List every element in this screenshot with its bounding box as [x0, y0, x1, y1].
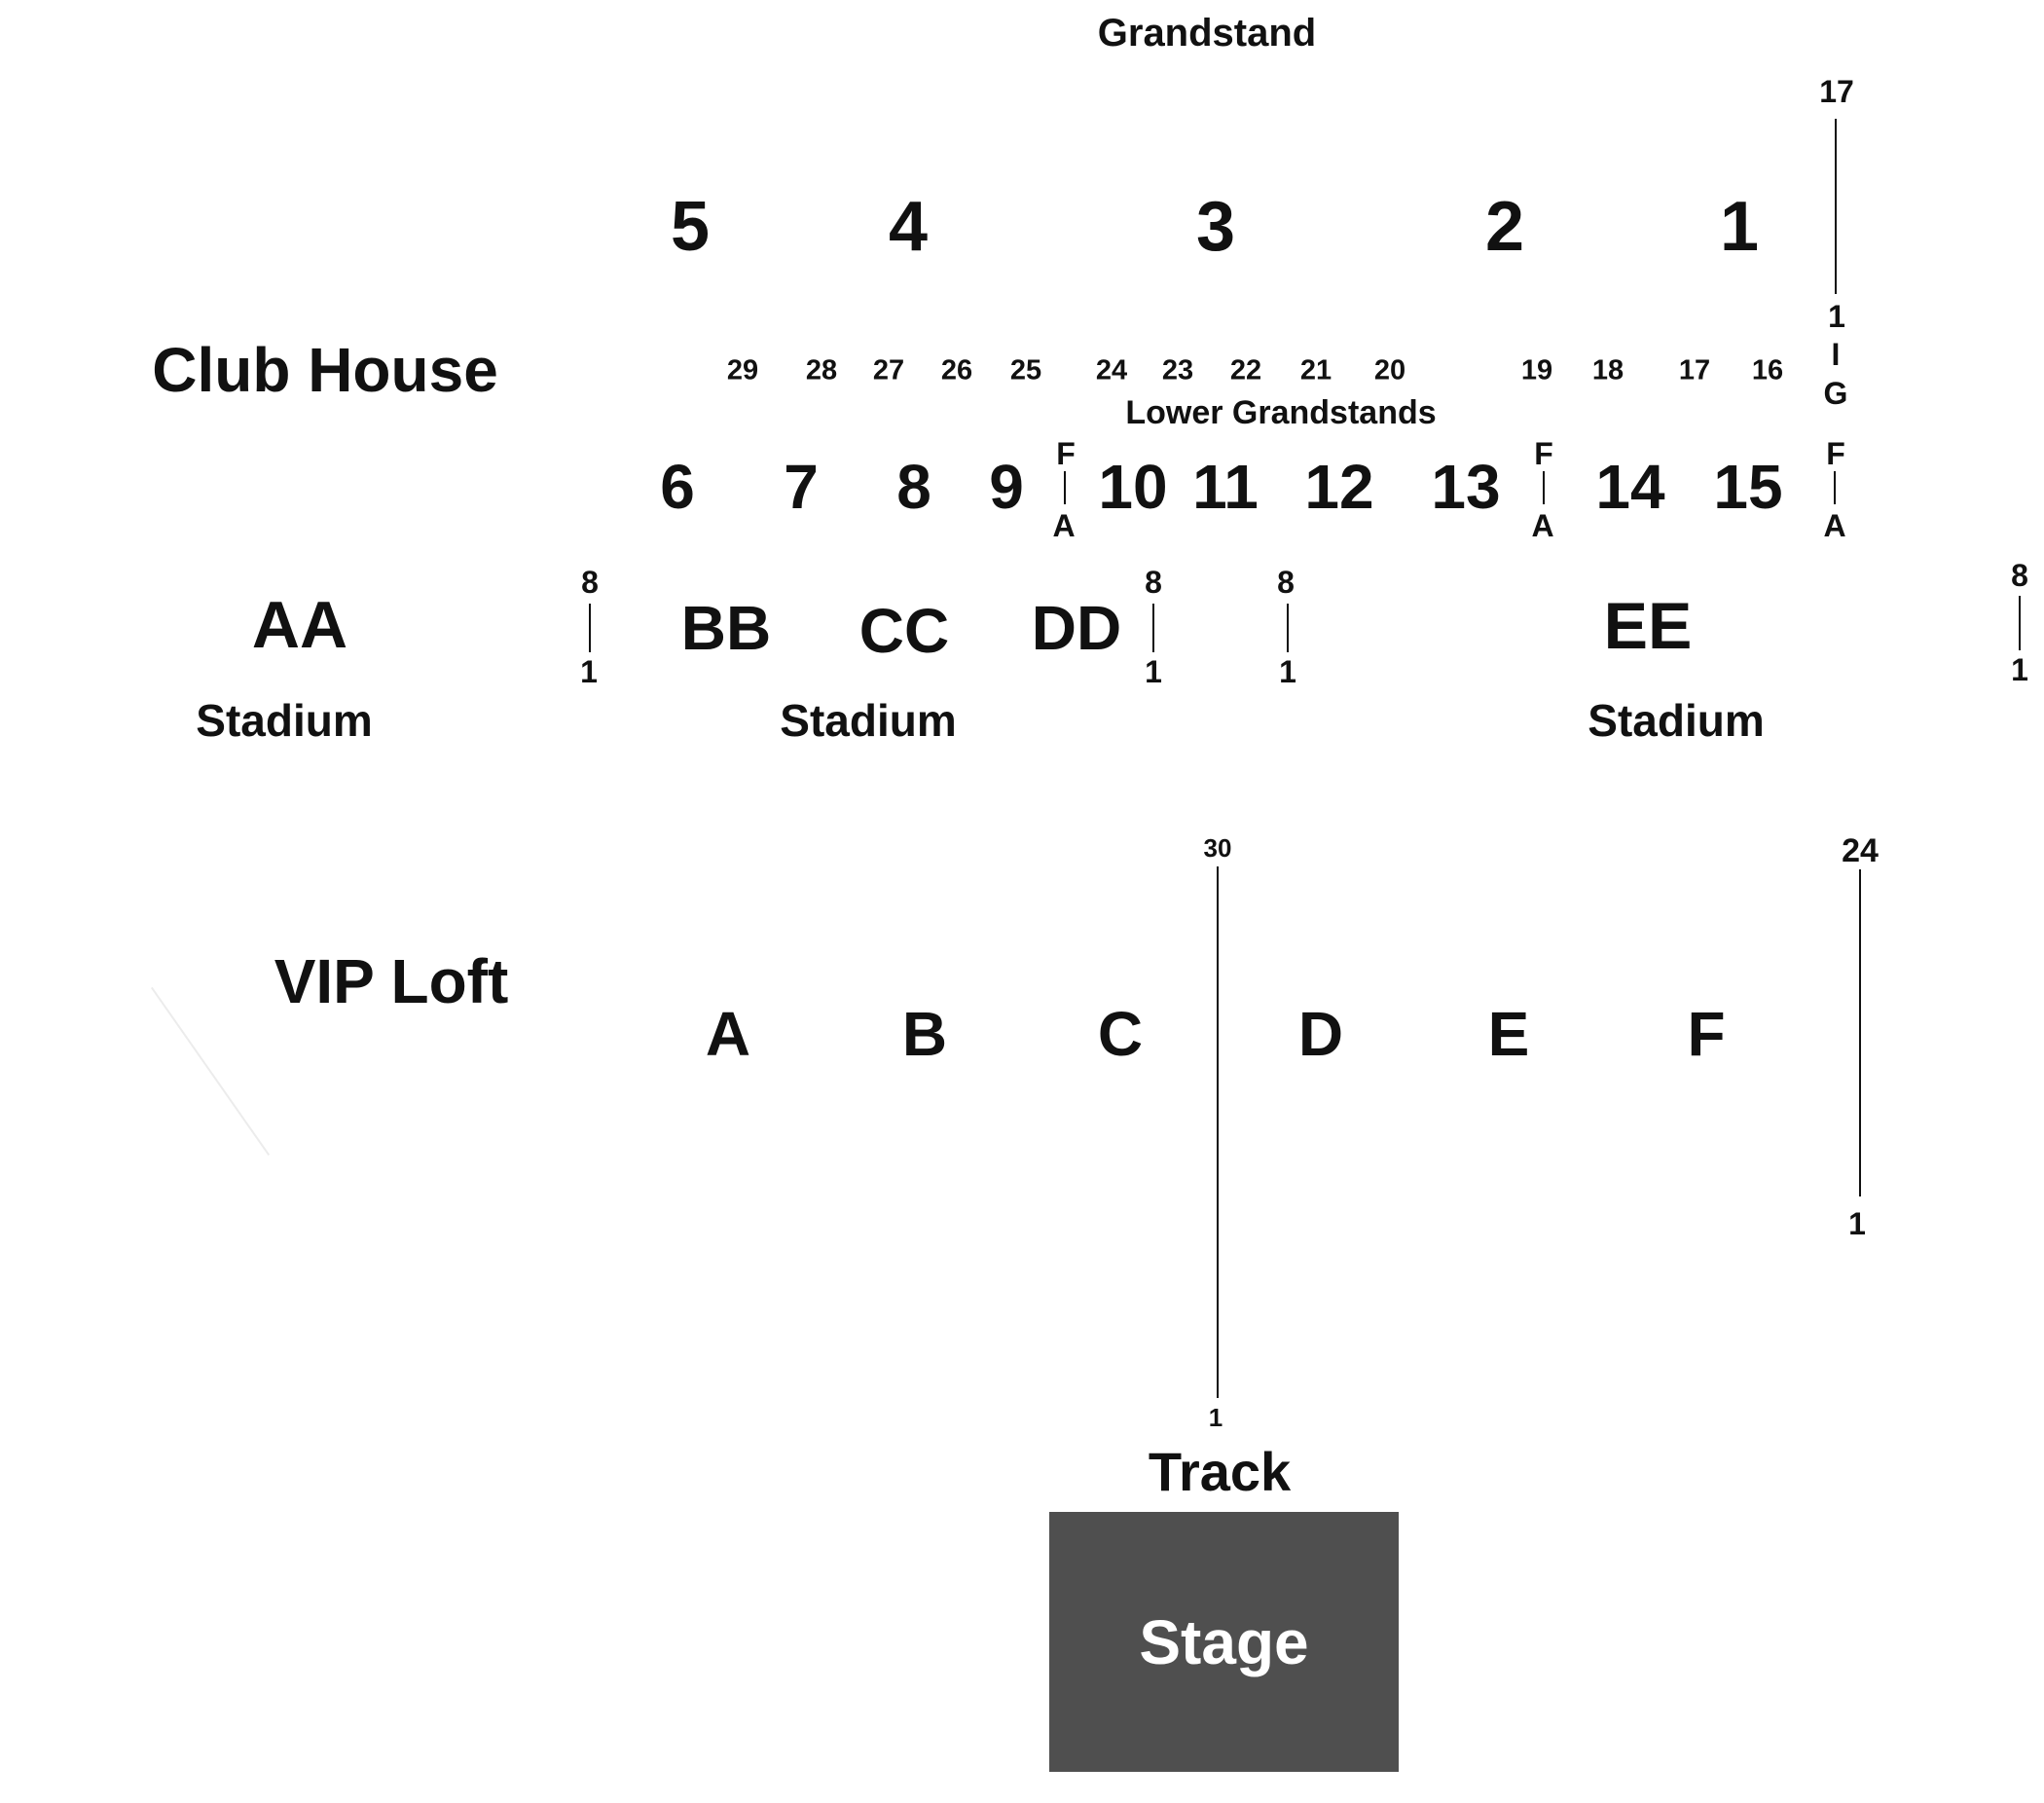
section-15[interactable]: 15	[1713, 452, 1783, 522]
row-marker-top: 24	[1842, 832, 1879, 869]
row-marker-line	[2019, 596, 2021, 650]
section-1[interactable]: 1	[1719, 188, 1760, 266]
stadium-label-left: Stadium	[196, 695, 373, 746]
row-marker-line	[1064, 471, 1066, 504]
row-marker-bottom: A	[1823, 508, 1846, 543]
section-d[interactable]: D	[1297, 999, 1344, 1069]
section-19[interactable]: 19	[1520, 354, 1553, 386]
grandstand-title: Grandstand	[1097, 12, 1317, 55]
row-marker-top: 8	[2011, 558, 2028, 593]
section-e[interactable]: E	[1487, 999, 1530, 1069]
row-marker-bottom: 1	[1828, 299, 1845, 334]
row-marker-top: 8	[1277, 565, 1295, 600]
row-marker-top: 17	[1819, 74, 1854, 109]
section-9[interactable]: 9	[989, 452, 1024, 522]
row-marker-bottom: 1	[2011, 652, 2028, 687]
section-5[interactable]: 5	[670, 188, 711, 266]
row-marker-top: I	[1831, 337, 1841, 372]
row-marker-bottom: 1	[580, 654, 598, 689]
section-a[interactable]: A	[705, 999, 751, 1069]
section-11[interactable]: 11	[1192, 452, 1259, 522]
vip-loft-title: VIP Loft	[274, 946, 509, 1016]
section-22[interactable]: 22	[1229, 354, 1262, 386]
section-25[interactable]: 25	[1009, 354, 1042, 386]
section-12[interactable]: 12	[1304, 452, 1374, 522]
row-marker-bottom: 1	[1279, 654, 1296, 689]
section-13[interactable]: 13	[1431, 452, 1501, 522]
stage-block[interactable]: Stage	[1049, 1512, 1399, 1772]
section-17[interactable]: 17	[1678, 354, 1711, 386]
faint-diagonal-line	[151, 986, 271, 1157]
section-26[interactable]: 26	[940, 354, 973, 386]
row-marker-top: 8	[1145, 565, 1162, 600]
track-title: Track	[1148, 1441, 1292, 1502]
section-8[interactable]: 8	[896, 452, 931, 522]
section-10[interactable]: 10	[1098, 452, 1168, 522]
row-marker-top: F	[1534, 436, 1553, 471]
section-cc[interactable]: CC	[858, 596, 950, 666]
section-27[interactable]: 27	[872, 354, 905, 386]
stadium-label-right: Stadium	[1588, 695, 1765, 746]
section-16[interactable]: 16	[1751, 354, 1784, 386]
section-f[interactable]: F	[1687, 999, 1726, 1069]
row-marker-bottom: 1	[1145, 654, 1162, 689]
section-aa[interactable]: AA	[251, 588, 348, 662]
row-marker-line	[1834, 471, 1836, 504]
section-18[interactable]: 18	[1591, 354, 1624, 386]
row-marker-top: 30	[1203, 833, 1232, 863]
section-dd[interactable]: DD	[1031, 593, 1122, 663]
section-23[interactable]: 23	[1161, 354, 1194, 386]
lower-grandstands-title: Lower Grandstands	[1125, 394, 1437, 431]
section-b[interactable]: B	[901, 999, 948, 1069]
row-marker-bottom: A	[1531, 508, 1554, 543]
section-7[interactable]: 7	[784, 452, 819, 522]
row-marker-line	[1835, 119, 1837, 294]
row-marker-top: F	[1826, 436, 1845, 471]
section-ee[interactable]: EE	[1603, 589, 1693, 663]
row-marker-bottom: 1	[1848, 1206, 1866, 1241]
section-3[interactable]: 3	[1195, 188, 1236, 266]
section-2[interactable]: 2	[1484, 188, 1525, 266]
row-marker-top: F	[1056, 436, 1076, 471]
section-29[interactable]: 29	[726, 354, 759, 386]
section-c[interactable]: C	[1097, 999, 1144, 1069]
section-14[interactable]: 14	[1595, 452, 1665, 522]
row-marker-bottom: A	[1052, 508, 1076, 543]
section-24[interactable]: 24	[1095, 354, 1128, 386]
row-marker-line	[1859, 869, 1861, 1196]
row-marker-line	[1543, 471, 1545, 504]
stadium-label-center: Stadium	[780, 695, 957, 746]
section-bb[interactable]: BB	[680, 593, 772, 663]
row-marker-line	[589, 604, 591, 652]
stage-label: Stage	[1139, 1606, 1309, 1677]
section-6[interactable]: 6	[660, 452, 695, 522]
row-marker-bottom: G	[1823, 376, 1848, 411]
club-house-title: Club House	[152, 335, 498, 405]
row-marker-line	[1287, 604, 1289, 652]
section-4[interactable]: 4	[888, 188, 929, 266]
section-28[interactable]: 28	[805, 354, 838, 386]
row-marker-top: 8	[581, 565, 599, 600]
row-marker-line	[1152, 604, 1154, 652]
section-20[interactable]: 20	[1373, 354, 1406, 386]
row-marker-line	[1217, 866, 1219, 1398]
section-21[interactable]: 21	[1299, 354, 1332, 386]
row-marker-bottom: 1	[1208, 1403, 1223, 1432]
